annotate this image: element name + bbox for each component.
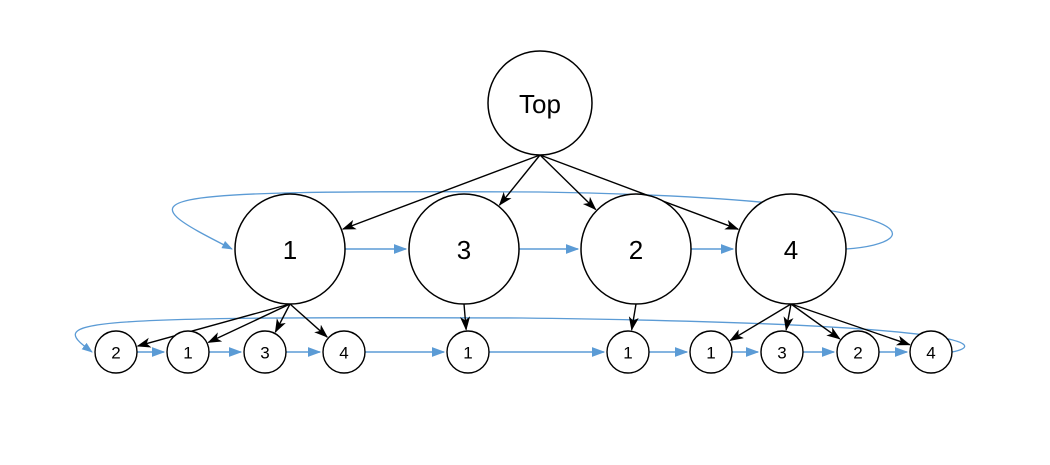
node-b4[interactable]: 4 (322, 330, 366, 374)
node-m4[interactable]: 4 (735, 193, 847, 305)
node-circle-b8 (760, 330, 804, 374)
node-label-b8: 3 (777, 344, 786, 363)
tree-edge-m4-b10 (790, 303, 911, 346)
wraparound-edge-layer (74, 191, 966, 353)
tree-edge-top-m3 (539, 154, 597, 211)
node-label-b10: 4 (926, 344, 935, 363)
wrap-leaf (74, 317, 966, 353)
node-b10[interactable]: 4 (909, 330, 953, 374)
node-label-top: Top (519, 89, 561, 119)
node-b3[interactable]: 3 (243, 330, 287, 374)
wrap-middle (171, 191, 893, 250)
node-circle-b9 (836, 330, 880, 374)
node-circle-m2 (408, 193, 520, 305)
node-label-b9: 2 (853, 344, 862, 363)
node-label-b7: 1 (706, 344, 715, 363)
tree-edge-m4-b9 (790, 303, 841, 340)
node-circle-b3 (243, 330, 287, 374)
node-circle-b1 (94, 330, 138, 374)
node-label-b2: 1 (183, 344, 192, 363)
node-m3[interactable]: 2 (580, 193, 692, 305)
node-label-b3: 3 (260, 344, 269, 363)
tree-edge-m4-b7 (729, 303, 792, 342)
node-label-m2: 3 (457, 235, 471, 265)
node-circle-b2 (166, 330, 210, 374)
node-label-m1: 1 (283, 235, 297, 265)
node-label-m4: 4 (784, 235, 798, 265)
node-label-b1: 2 (111, 344, 120, 363)
node-b5[interactable]: 1 (446, 330, 490, 374)
tree-edge-m1-b2 (207, 303, 291, 344)
tree-edge-m1-b4 (289, 303, 329, 338)
tree-edge-m2-b5 (460, 303, 471, 331)
node-b8[interactable]: 3 (760, 330, 804, 374)
node-b2[interactable]: 1 (166, 330, 210, 374)
node-top[interactable]: Top (487, 50, 593, 156)
node-circle-b7 (689, 330, 733, 374)
tree-edge-layer (136, 154, 911, 348)
tree-edge-m1-b1 (136, 303, 291, 348)
tree-edge-top-m2 (498, 154, 541, 206)
node-circle-b5 (446, 330, 490, 374)
node-label-b5: 1 (463, 344, 472, 363)
node-circle-top (487, 50, 593, 156)
node-circle-m3 (580, 193, 692, 305)
node-b7[interactable]: 1 (689, 330, 733, 374)
node-b9[interactable]: 2 (836, 330, 880, 374)
tree-edge-m4-b8 (783, 303, 794, 331)
node-circle-b6 (606, 330, 650, 374)
node-b1[interactable]: 2 (94, 330, 138, 374)
node-circle-b10 (909, 330, 953, 374)
node-circle-b4 (322, 330, 366, 374)
tree-edge-top-m4 (539, 154, 740, 230)
tree-edge-top-m1 (341, 154, 541, 230)
tree-edge-m1-b3 (274, 303, 291, 334)
node-circle-m4 (735, 193, 847, 305)
node-circle-m1 (234, 193, 346, 305)
node-layer: Top 1 3 2 4 2 1 3 4 1 1 1 3 2 4 (94, 50, 953, 374)
node-label-b4: 4 (339, 344, 348, 363)
node-label-m3: 2 (629, 235, 643, 265)
chain-edge-layer (137, 244, 909, 357)
node-label-b6: 1 (623, 344, 632, 363)
node-b6[interactable]: 1 (606, 330, 650, 374)
tree-edge-m3-b6 (628, 303, 639, 331)
node-m2[interactable]: 3 (408, 193, 520, 305)
node-m1[interactable]: 1 (234, 193, 346, 305)
